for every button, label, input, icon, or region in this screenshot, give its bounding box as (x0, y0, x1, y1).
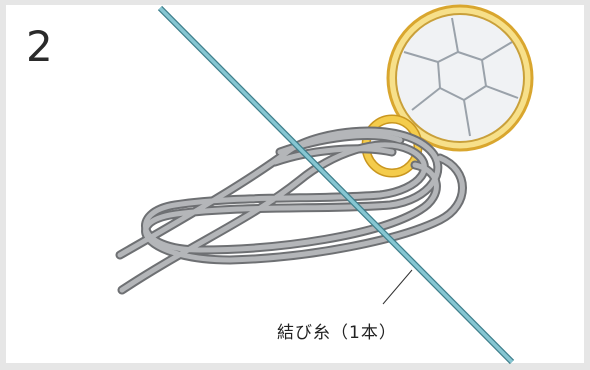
label-leader-line (382, 269, 413, 305)
binding-thread (157, 5, 515, 365)
step-number: 2 (26, 22, 53, 71)
ball-charm-icon (386, 4, 534, 152)
cord-loops (115, 126, 467, 295)
thread-label: 結び糸（1本） (277, 323, 397, 343)
